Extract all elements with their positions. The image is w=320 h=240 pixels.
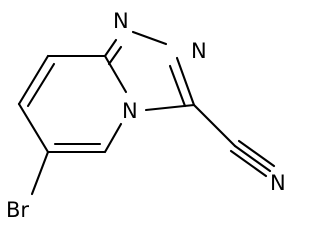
triazole-ring [103,30,196,112]
atom-n2-label: N [191,39,207,63]
bond-c7-c6-a [17,102,50,154]
bond-n1-n2 [131,30,168,46]
structure-drawing: N N N N Br [6,9,286,222]
chemical-structure: N N N N Br [6,9,286,222]
pyridine-ring [17,54,128,154]
bond-c3-cn [192,103,237,148]
bond-c6-br-a [30,150,50,196]
atom-br-label: Br [6,198,29,222]
bond-c8-c7-double-b [26,62,56,108]
bond-c8-c7 [17,54,50,106]
bond-cn-n-1 [233,144,272,173]
bond-n2-c3-double [168,64,187,108]
atom-n1-label: N [113,9,129,33]
bond-cn-n-2 [229,149,268,178]
bond-c3-n4 [144,103,196,112]
bromo-group [30,150,50,196]
atom-nitrile-n-label: N [270,171,286,195]
nitrile-group [192,103,276,178]
atom-n4-label: N [122,99,138,123]
bond-c5-n4 [103,122,123,154]
bond-c8a-n1 [103,38,118,58]
bond-cn-n-3 [237,139,276,168]
bond-n4-c8a [103,54,128,94]
bond-c8a-n1-double-b [107,45,123,66]
bond-n2-c3 [175,56,196,107]
